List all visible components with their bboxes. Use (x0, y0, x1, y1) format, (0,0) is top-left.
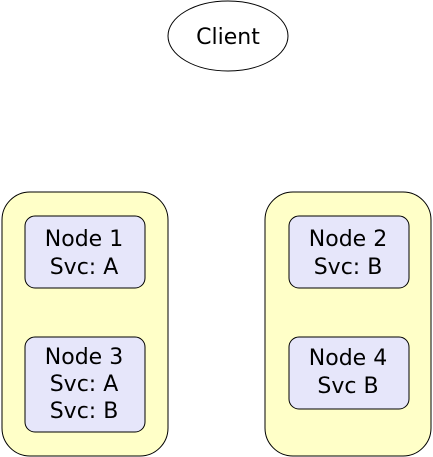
node-2: Node 2 Svc: B (288, 215, 410, 289)
node-1-svc: Svc: A (50, 255, 119, 280)
node-4-box (288, 336, 410, 410)
client-ellipse (167, 0, 289, 72)
node-1-title: Node 1 (45, 227, 123, 252)
node-4-svc: Svc B (317, 374, 378, 399)
node-1-box (24, 215, 146, 289)
group-1: Node 1 Svc: A Node 3 Svc: A Svc: B (1, 191, 169, 457)
node-2-title: Node 2 (309, 227, 387, 252)
client-label: Client (196, 25, 260, 50)
node-3-title: Node 3 (45, 345, 123, 370)
client: Client (167, 0, 289, 72)
node-4: Node 4 Svc B (288, 336, 410, 410)
node-2-svc: Svc: B (314, 255, 383, 280)
node-3: Node 3 Svc: A Svc: B (24, 336, 146, 433)
node-2-box (288, 215, 410, 289)
node-4-title: Node 4 (309, 346, 387, 371)
group-2: Node 2 Svc: B Node 4 Svc B (264, 191, 432, 457)
node-3-svc-b: Svc: B (50, 399, 119, 424)
node-3-box (24, 336, 146, 433)
node-1: Node 1 Svc: A (24, 215, 146, 289)
node-3-svc-a: Svc: A (50, 372, 119, 397)
